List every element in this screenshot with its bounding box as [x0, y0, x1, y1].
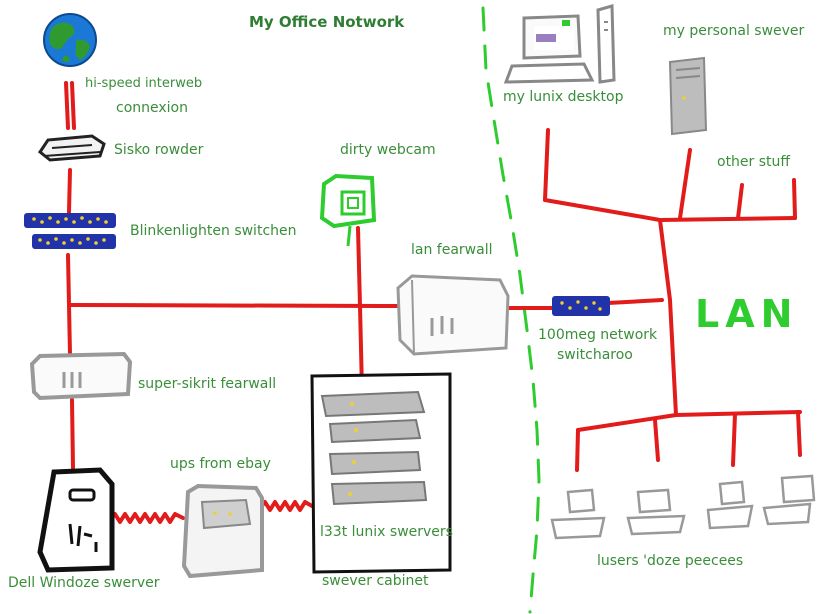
pc-icon	[762, 474, 816, 526]
windows-server-icon	[37, 467, 115, 573]
network-switch-icon	[552, 296, 610, 316]
label-windows-server: Dell Windoze swerver	[8, 575, 160, 591]
label-firewall: super-sikrit fearwall	[138, 376, 277, 392]
label-lan-firewall: lan fearwall	[411, 242, 493, 258]
label-linux-servers: l33t lunix swervers	[320, 524, 453, 540]
personal-server-icon	[668, 56, 708, 136]
pc-icon	[550, 488, 606, 540]
label-network-switch: 100meg network	[538, 327, 658, 343]
switch-icon	[24, 213, 116, 249]
globe-icon	[43, 13, 97, 67]
label-lan: LAN	[695, 292, 799, 336]
lan-firewall-icon	[396, 274, 510, 356]
label-webcam: dirty webcam	[340, 142, 436, 158]
label-desktop: my lunix desktop	[503, 89, 624, 105]
desktop-computer-icon	[503, 4, 616, 84]
router-icon	[37, 134, 106, 162]
label-router: Sisko rowder	[114, 142, 204, 158]
dashed-divider	[481, 6, 541, 614]
firewall-icon	[29, 351, 133, 401]
pc-icon	[626, 488, 686, 536]
server-cabinet-icon	[310, 372, 452, 574]
ups-icon	[181, 483, 264, 579]
label-switch: Blinkenlighten switchen	[130, 223, 297, 239]
label-peecees: lusers 'doze peecees	[597, 553, 744, 569]
label-other-stuff: other stuff	[717, 154, 791, 170]
label-personal-server: my personal swever	[663, 23, 805, 39]
diagram-title: My Office Notwork	[249, 13, 405, 31]
label-cabinet: swever cabinet	[322, 573, 429, 589]
label-ups: ups from ebay	[170, 456, 271, 472]
wires	[64, 81, 802, 524]
label-network-switch-2: switcharoo	[557, 347, 633, 363]
label-internet-2: connexion	[116, 100, 188, 116]
label-internet: hi-speed interweb	[85, 76, 203, 91]
webcam-icon	[319, 173, 377, 247]
pc-icon	[706, 480, 754, 530]
